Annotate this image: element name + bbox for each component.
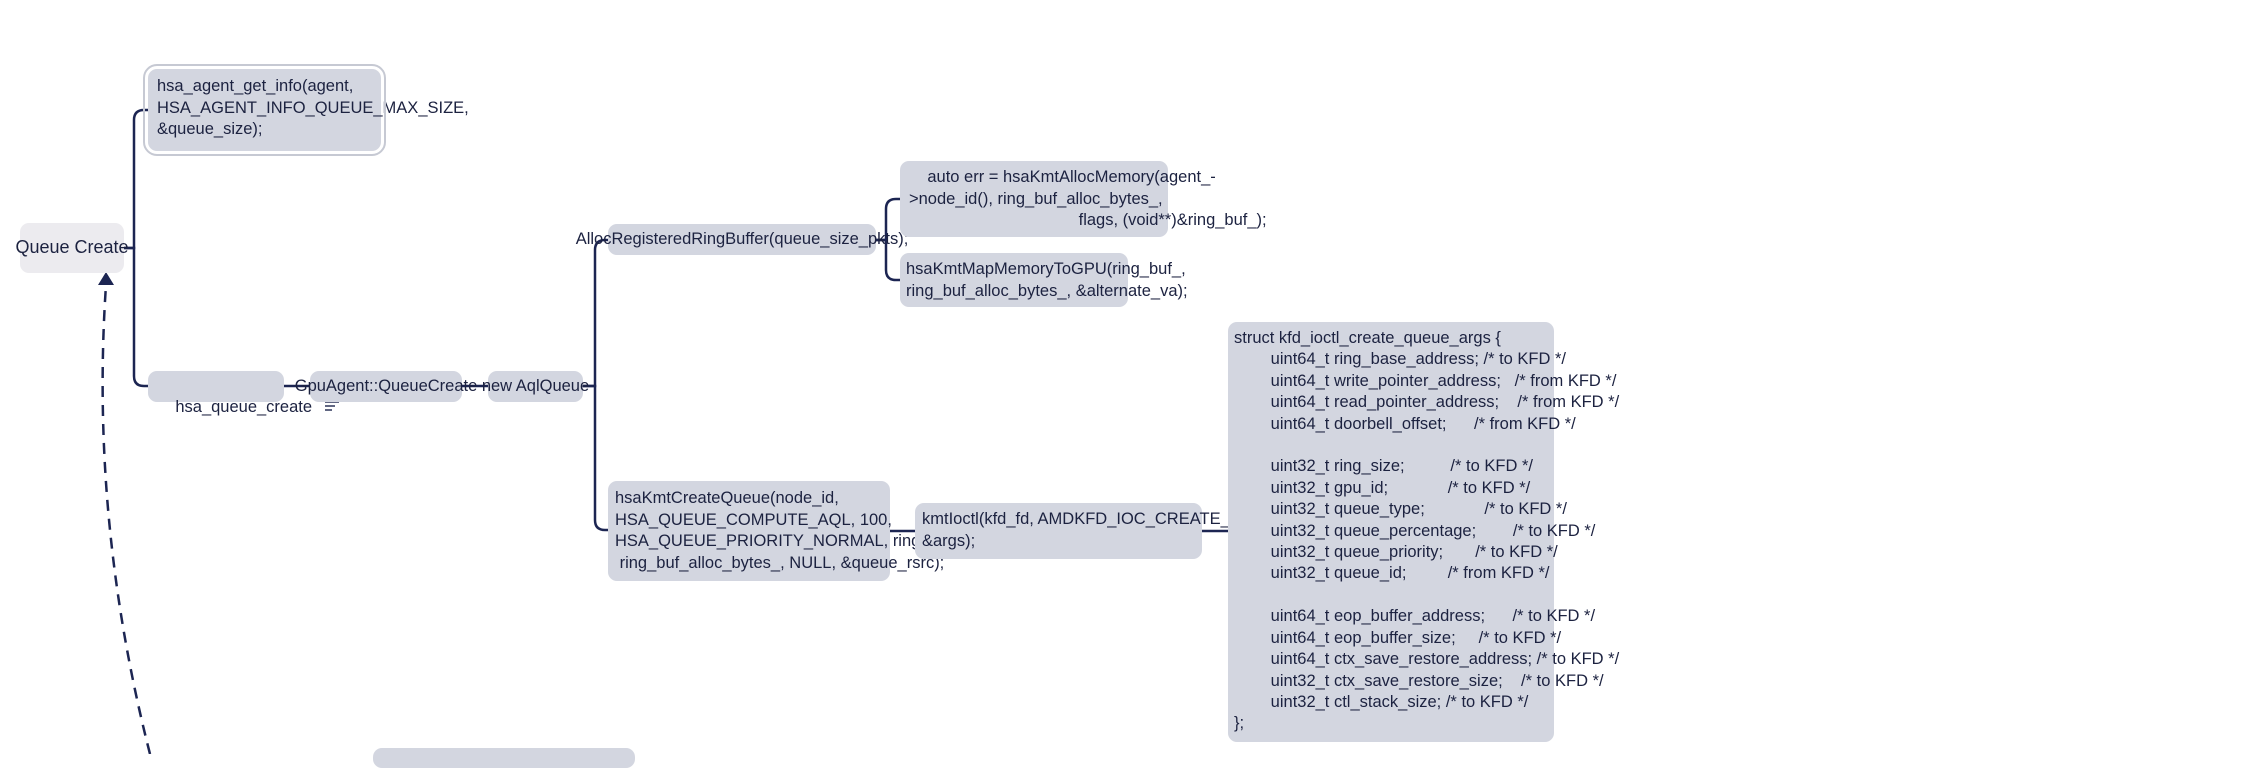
node-alloc-registered-ring-buffer[interactable]: AllocRegisteredRingBuffer(queue_size_pkt… (576, 224, 908, 255)
node-kfd-ioctl-create-queue-args[interactable]: struct kfd_ioctl_create_queue_args { uin… (1228, 322, 1619, 742)
node-new-aqlqueue-label: new AqlQueue (481, 376, 590, 395)
node-alloc-registered-ring-buffer-label: AllocRegisteredRingBuffer(queue_size_pkt… (575, 229, 909, 248)
node-hsakmt-map-memory-to-gpu[interactable]: hsaKmtMapMemoryToGPU(ring_buf_, ring_buf… (900, 253, 1188, 307)
node-gpuagent-queuecreate-label: GpuAgent::QueueCreate (294, 376, 478, 395)
node-hsakmt-alloc-memory[interactable]: auto err = hsaKmtAllocMemory(agent_- >no… (900, 161, 1267, 237)
relation-arrowhead (98, 272, 114, 285)
node-hsakmt-create-queue[interactable]: hsaKmtCreateQueue(node_id, HSA_QUEUE_COM… (608, 481, 966, 581)
connector-new-aql-create-queue (583, 384, 608, 532)
node-partial-bottom[interactable] (373, 748, 635, 768)
node-kmt-ioctl[interactable]: kmtIoctl(kfd_fd, AMDKFD_IOC_CREATE_QUEUE… (915, 503, 1293, 559)
node-hsa-agent-get-info[interactable]: hsa_agent_get_info(agent, HSA_AGENT_INFO… (143, 64, 469, 156)
connector-root-queue-create (124, 246, 148, 388)
relation-dashed-curve (101, 284, 152, 754)
root-node-label: Queue Create (15, 237, 129, 258)
connector-root-get-info (124, 108, 148, 250)
node-new-aqlqueue[interactable]: new AqlQueue (482, 371, 589, 402)
node-gpuagent-queuecreate[interactable]: GpuAgent::QueueCreate (295, 371, 477, 402)
node-hsa-queue-create-label: hsa_queue_create (175, 397, 313, 416)
node-hsa-queue-create[interactable]: hsa_queue_create (148, 371, 340, 416)
connector-new-aql-alloc-ring (583, 238, 608, 388)
root-node-queue-create[interactable]: Queue Create (15, 223, 129, 273)
connector-alloc-ring-map-mem (876, 238, 900, 282)
connector-alloc-ring-alloc-mem (876, 197, 900, 242)
